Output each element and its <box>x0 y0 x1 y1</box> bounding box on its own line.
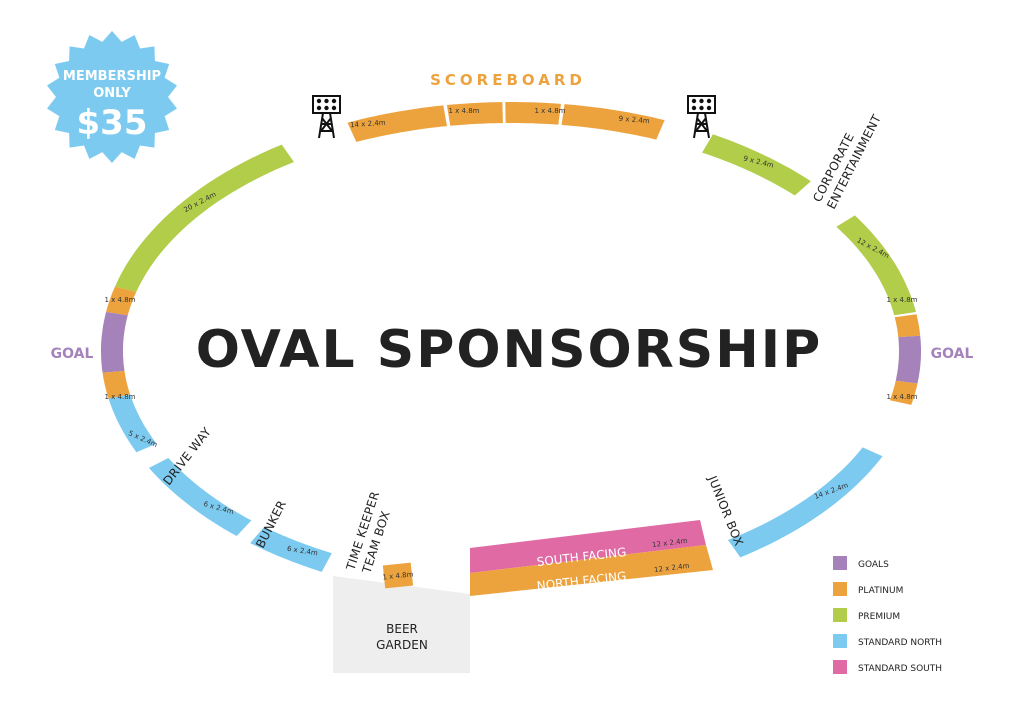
segment-label: 1 x 4.8m <box>887 393 918 401</box>
legend-label: STANDARD NORTH <box>858 638 942 648</box>
segment-14x24-bottom-right <box>728 447 883 558</box>
badge-price: $35 <box>77 103 148 143</box>
legend-swatch <box>833 634 847 648</box>
segment-14x24-top <box>347 105 447 142</box>
legend-swatch <box>833 608 847 622</box>
north-facing-stand <box>470 545 713 596</box>
badge-line2: ONLY <box>93 86 131 101</box>
segment-12x24-right <box>836 215 916 316</box>
segment-20x24-left <box>115 144 294 292</box>
legend-swatch <box>833 582 847 596</box>
segment-label: 14 x 2.4m <box>350 119 386 129</box>
legend-label: STANDARD SOUTH <box>858 664 942 674</box>
goal-right-label: GOAL <box>931 346 974 362</box>
segment-goal-right <box>895 335 921 384</box>
segment-label: 1 x 4.8m <box>382 570 414 581</box>
segment-label: 9 x 2.4m <box>618 115 650 126</box>
legend-swatch <box>833 556 847 570</box>
segment-1x48-top-a <box>446 102 503 126</box>
oval-ring <box>101 102 921 572</box>
segment-5x24-left <box>108 394 157 453</box>
segment-label: 1 x 4.8m <box>449 107 480 115</box>
legend-label: PLATINUM <box>858 586 903 596</box>
segment-1x48-top-b <box>505 102 561 125</box>
segment-label: 1 x 4.8m <box>887 296 918 304</box>
segment-label: 1 x 4.8m <box>105 296 136 304</box>
beer-garden <box>333 576 470 673</box>
segment-label: 1 x 4.8m <box>535 107 566 115</box>
membership-badge: MEMBERSHIP ONLY $35 <box>47 31 177 163</box>
segment-1x48-box: 1 x 4.8m <box>382 562 414 589</box>
beer-garden-line2: GARDEN <box>376 638 428 652</box>
beer-garden-line1: BEER <box>386 622 418 636</box>
segment-6x24-a <box>149 458 252 536</box>
segment-9x24-right <box>702 134 811 196</box>
light-tower-icon <box>312 95 341 139</box>
scoreboard-label: SCOREBOARD <box>430 71 586 89</box>
light-tower-icon <box>687 95 716 139</box>
south-facing-stand <box>470 520 706 573</box>
legend-label: GOALS <box>858 560 889 570</box>
legend-label: PREMIUM <box>858 612 900 622</box>
segment-label: 1 x 4.8m <box>105 393 136 401</box>
page-title: OVAL SPONSORSHIP <box>196 320 822 380</box>
goal-left-label: GOAL <box>51 346 94 362</box>
legend-swatch <box>833 660 847 674</box>
junior-box-label: JUNIOR BOX <box>705 473 746 548</box>
segment-1x48-left-b <box>102 370 131 399</box>
segment-9x24-top <box>561 104 665 140</box>
segment-1x48-left-a <box>106 286 137 316</box>
legend: GOALS PLATINUM PREMIUM STANDARD NORTH STANDA… <box>833 556 942 674</box>
segment-1x48-right-b <box>889 380 918 405</box>
badge-starburst <box>47 31 177 163</box>
badge-line1: MEMBERSHIP <box>63 69 161 84</box>
segment-goal-left <box>101 312 128 373</box>
segment-1x48-right-a <box>894 314 921 338</box>
segment-6x24-b <box>250 526 332 572</box>
